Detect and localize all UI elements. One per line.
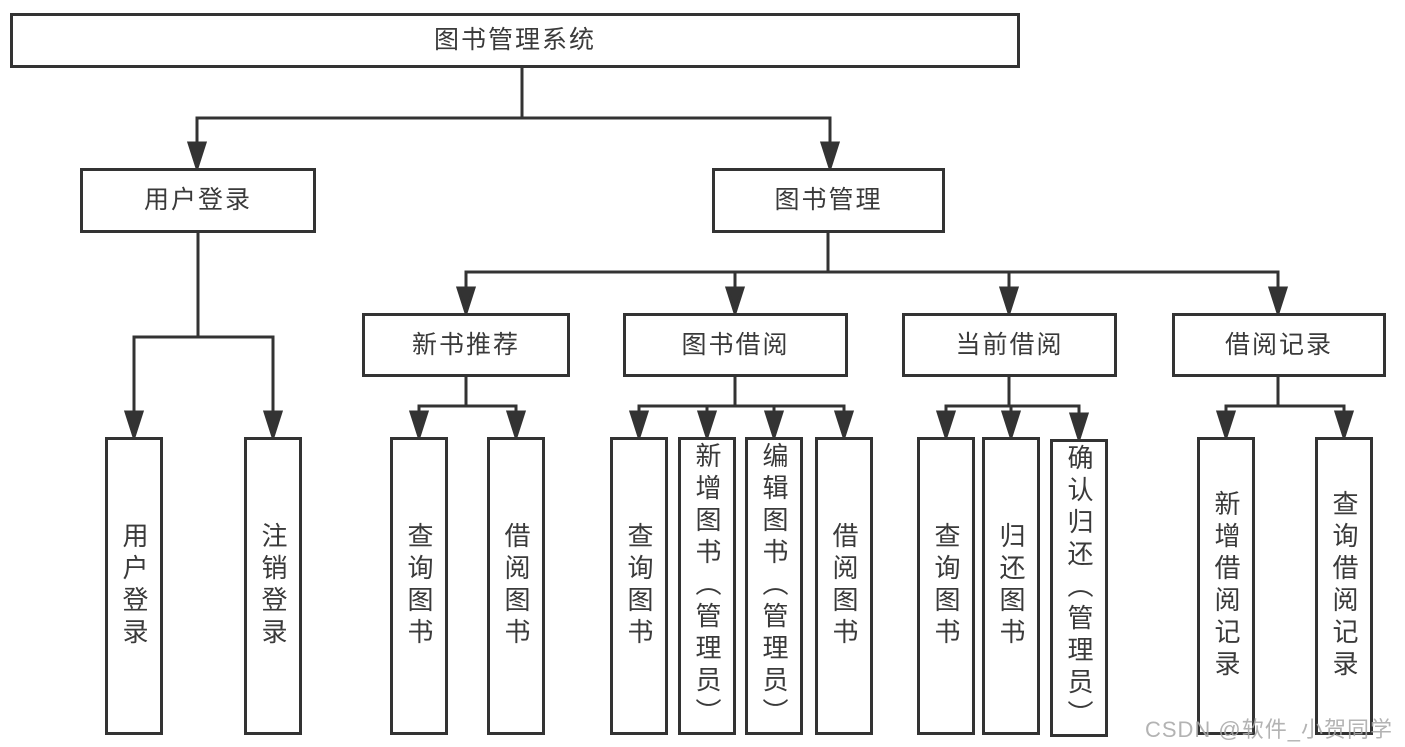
node-leaf-borrow-books-recommend: 借阅图书: [487, 437, 545, 735]
node-leaf-query-borrow-record: 查询借阅记录: [1315, 437, 1373, 735]
node-leaf-return-books: 归还图书: [982, 437, 1040, 735]
node-leaf-borrow-books: 借阅图书: [815, 437, 873, 735]
node-leaf-logout: 注销登录: [244, 437, 302, 735]
node-box-new-book-recommend: 新书推荐: [362, 313, 570, 377]
node-leaf-query-books-current: 查询图书: [917, 437, 975, 735]
node-box-borrowing-records: 借阅记录: [1172, 313, 1386, 377]
node-box-book-management: 图书管理: [712, 168, 945, 233]
node-box-book-borrowing: 图书借阅: [623, 313, 848, 377]
node-leaf-edit-books-admin: 编辑图书（管理员）: [745, 437, 803, 735]
node-box-library-system: 图书管理系统: [10, 13, 1020, 68]
node-leaf-add-books-admin: 新增图书（管理员）: [678, 437, 736, 735]
node-leaf-add-borrow-record: 新增借阅记录: [1197, 437, 1255, 735]
node-box-user-login-group: 用户登录: [80, 168, 316, 233]
node-leaf-user-login: 用户登录: [105, 437, 163, 735]
node-leaf-query-books-recommend: 查询图书: [390, 437, 448, 735]
node-box-current-borrowing: 当前借阅: [902, 313, 1117, 377]
node-leaf-confirm-return-admin: 确认归还（管理员）: [1050, 439, 1108, 737]
node-leaf-query-books-borrow: 查询图书: [610, 437, 668, 735]
csdn-watermark: CSDN @软件_小贺同学: [1144, 717, 1393, 742]
